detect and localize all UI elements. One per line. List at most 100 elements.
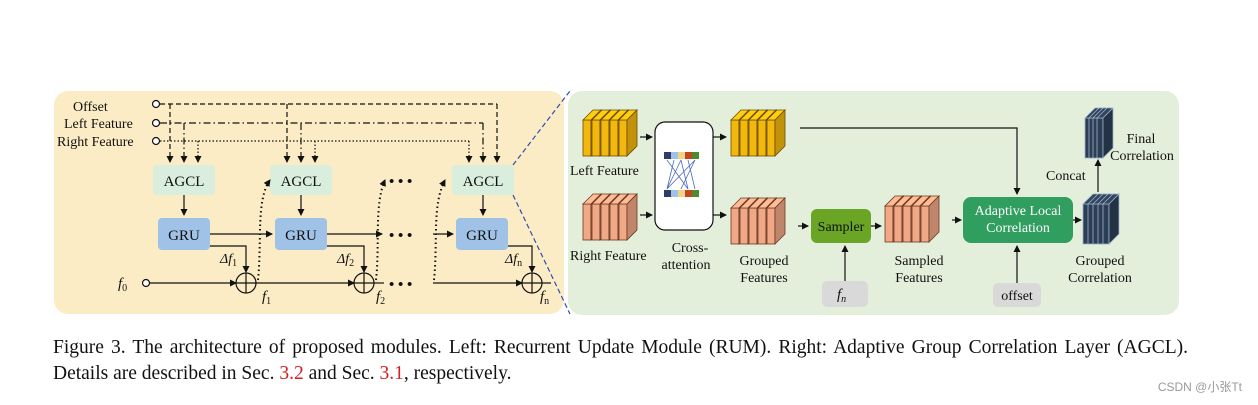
feature-slice (582, 119, 592, 157)
zoom-line-bottom (512, 194, 571, 315)
feature-slice (884, 205, 894, 243)
offset-input-label: Offset (73, 100, 108, 115)
figure-caption: Figure 3. The architecture of proposed m… (53, 335, 1188, 387)
final-correlation-stack (1084, 107, 1114, 159)
delta-fn-label: Δfn (504, 252, 522, 269)
feature-slice (600, 119, 610, 157)
gru-label-2: GRU (285, 228, 317, 244)
feature-slice-side (774, 109, 786, 157)
offset-input-node (151, 99, 161, 109)
grouped-correlation-stack (1082, 193, 1120, 245)
gru-box-2 (275, 218, 327, 250)
feature-slice (748, 119, 758, 157)
feature-slice (600, 203, 610, 241)
feature-slice (591, 119, 601, 157)
cross-attention-box (654, 121, 714, 231)
feature-slice-side (626, 193, 638, 241)
feature-slice (591, 203, 601, 241)
feature-slice-side (626, 109, 638, 157)
feature-slice-side (928, 195, 940, 243)
left-feature-input-node (151, 118, 161, 128)
agcl-label-2: AGCL (281, 174, 322, 190)
initial-state-label: f0 (118, 276, 127, 294)
delta-f1-label: Δf1 (219, 252, 237, 269)
agcl-box-2 (270, 165, 332, 195)
caption-text-3: , respectively. (403, 363, 512, 384)
left-out-to-alc-arrow (800, 127, 1021, 195)
sampled-features-stack (884, 195, 940, 243)
right-feature-stack (582, 193, 638, 241)
fn-input-box (822, 281, 868, 307)
initial-state-node (141, 278, 151, 288)
feature-slice (766, 119, 776, 157)
state-f1-label: f1 (262, 289, 271, 307)
caption-text-2: and Sec. (303, 363, 380, 384)
gru-label-n: GRU (466, 228, 498, 244)
feature-slice (618, 119, 628, 157)
sum-node-1 (235, 272, 257, 294)
feature-slice-side (1108, 193, 1120, 245)
feature-slice (1096, 117, 1104, 159)
offset-input-box-label: offset (1001, 289, 1033, 304)
right-feature-input-label: Right Feature (57, 135, 134, 150)
feature-slice (739, 207, 749, 245)
grun-delta-branch (508, 245, 536, 273)
state-f2-label: f2 (376, 289, 385, 307)
feature-slice (730, 207, 740, 245)
cross-attention-icon (664, 152, 699, 197)
agcl-box-1 (153, 165, 215, 195)
feature-slice (1102, 203, 1110, 245)
agcl-box-n (452, 165, 514, 195)
left-feature-label: Left Feature (570, 164, 639, 179)
caption-ref-section-3-1[interactable]: 3.1 (379, 363, 404, 384)
cross-attention-label: Cross-attention (662, 241, 711, 273)
feature-slice (609, 119, 619, 157)
rum-panel-background (54, 91, 564, 314)
agcl-label-1: AGCL (164, 174, 205, 190)
attended-left-feature-stack (730, 109, 786, 157)
watermark: CSDN @小张Tt (1157, 380, 1242, 394)
gru-box-n (456, 218, 508, 250)
offset-input-box (993, 283, 1041, 307)
fn-input-label: fn (837, 287, 846, 305)
feature-slice (730, 119, 740, 157)
grouped-features-stack (730, 197, 786, 245)
sampler-box (811, 209, 871, 243)
agcl-label-n: AGCL (463, 174, 504, 190)
caption-ref-section-3-2[interactable]: 3.2 (279, 363, 304, 384)
state-ellipsis: • • • (389, 277, 412, 293)
gru-ellipsis: • • • (389, 228, 412, 244)
state-fn-label: fn (540, 289, 549, 307)
feature-slice (609, 203, 619, 241)
adaptive-local-correlation-box (963, 197, 1073, 243)
left-feature-input-label: Left Feature (64, 117, 133, 132)
sum-node-n (521, 272, 543, 294)
agcl-panel-background (568, 91, 1179, 315)
feature-slice (582, 203, 592, 241)
feature-slice (902, 205, 912, 243)
delta-f2-label: Δf2 (336, 252, 354, 269)
gru2-delta-branch (327, 245, 368, 273)
feature-slice (911, 205, 921, 243)
gru-label-1: GRU (168, 228, 200, 244)
sum-node-2 (353, 272, 375, 294)
feature-slice (739, 119, 749, 157)
feature-slice-side (774, 197, 786, 245)
gru-box-1 (158, 218, 210, 250)
sampler-label: Sampler (818, 220, 865, 235)
feature-slice-side (1102, 107, 1114, 159)
feature-slice (618, 203, 628, 241)
right-feature-input-node (151, 136, 161, 146)
concat-label: Concat (1046, 169, 1086, 184)
feature-slice (757, 119, 767, 157)
feature-slice (920, 205, 930, 243)
feature-slice (766, 207, 776, 245)
left-feature-stack (582, 109, 638, 157)
feature-slice (748, 207, 758, 245)
